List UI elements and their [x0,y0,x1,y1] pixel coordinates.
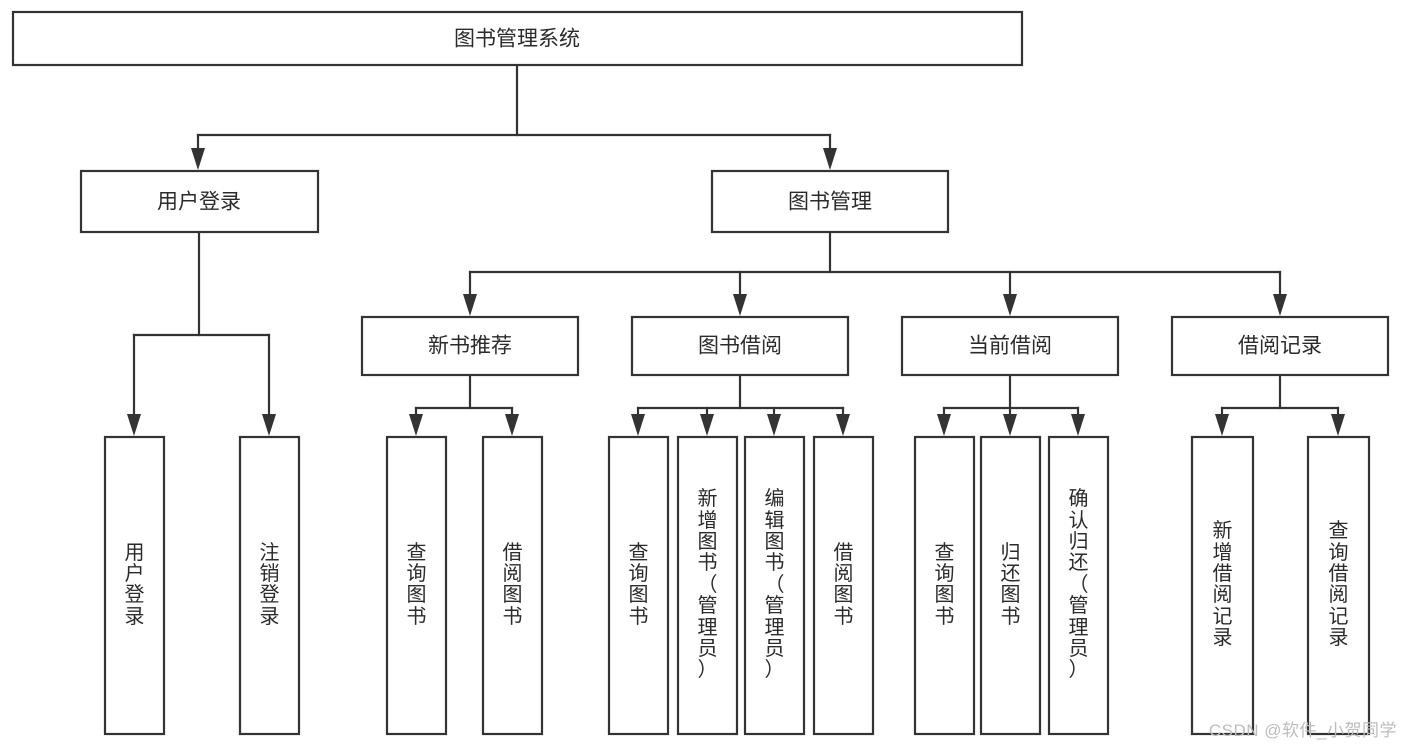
label-user-login: 用户登录 [157,191,241,214]
arrow-head-leaf-borrow-book-2 [836,414,850,436]
node-leaf-user-login[interactable] [103,435,166,736]
arrow-head-book-borrow [733,294,747,316]
node-leaf-add-book-admin[interactable] [676,435,739,736]
arrow-head-leaf-query-book-3 [937,414,951,436]
arrow-head-leaf-add-record [1215,414,1229,436]
arrow-head-leaf-user-login [127,414,141,436]
connector-group-current-borrow [937,373,1085,436]
connector-group-book-mgmt [463,230,1287,316]
node-leaf-query-book-1[interactable] [385,435,448,736]
label-book-borrow: 图书借阅 [698,335,782,358]
node-leaf-query-borrow-record[interactable] [1306,435,1371,736]
arrow-head-leaf-confirm-return [1071,414,1085,436]
arrow-head-leaf-edit-book [767,414,781,436]
node-leaf-confirm-return-admin[interactable] [1047,435,1110,736]
arrow-head-leaf-borrow-book-1 [505,414,519,436]
node-leaf-edit-book-admin[interactable] [743,435,806,736]
node-user-login[interactable] [79,169,320,234]
node-leaf-borrow-book-1[interactable] [481,435,544,736]
node-current-borrow[interactable] [900,315,1120,377]
node-leaf-logout[interactable] [238,435,301,736]
node-leaf-return-book[interactable] [979,435,1042,736]
arrow-head-new-book [463,294,477,316]
node-leaf-query-book-2[interactable] [607,435,670,736]
arrow-head-leaf-logout [262,414,276,436]
label-current-borrow: 当前借阅 [968,335,1052,358]
connector-group-new-book [409,373,519,436]
node-root[interactable] [11,10,1024,67]
arrow-head-leaf-add-book [700,414,714,436]
watermark-text: CSDN @软件_小贺同学 [1208,721,1397,740]
connector-group-borrow-record [1215,373,1345,436]
node-new-book-recommend[interactable] [360,315,580,377]
node-leaf-borrow-book-2[interactable] [812,435,875,736]
connector-group-book-borrow [631,373,850,436]
label-new-book-recommend: 新书推荐 [428,335,512,358]
label-borrow-record: 借阅记录 [1238,335,1322,358]
connector-group-user-login [127,230,276,436]
arrow-head-leaf-return-book [1003,414,1017,436]
node-borrow-record[interactable] [1170,315,1390,377]
arrow-head-user-login [191,148,205,170]
arrow-head-leaf-query-book-2 [631,414,645,436]
arrow-head-leaf-query-record [1331,414,1345,436]
arrow-head-leaf-query-book-1 [409,414,423,436]
arrow-head-book-mgmt [823,148,837,170]
node-book-management[interactable] [710,169,950,234]
arrow-head-current-borrow [1003,294,1017,316]
node-book-borrow[interactable] [630,315,850,377]
node-leaf-query-book-3[interactable] [913,435,976,736]
node-leaf-add-borrow-record[interactable] [1190,435,1255,736]
label-book-management: 图书管理 [788,191,872,214]
label-root: 图书管理系统 [454,28,580,51]
arrow-head-borrow-record [1273,294,1287,316]
connector-group-root [191,63,837,170]
